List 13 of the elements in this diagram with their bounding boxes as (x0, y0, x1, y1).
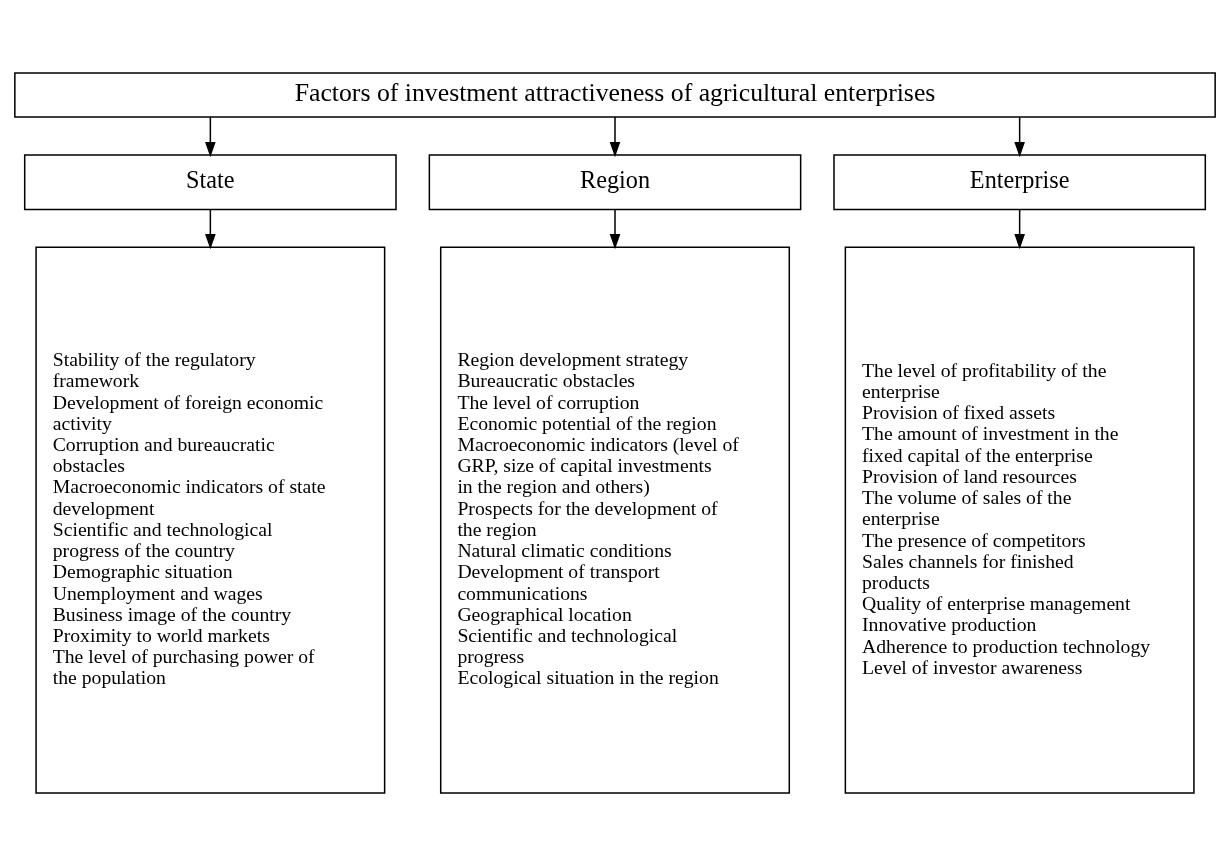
node-box: The level of profitability of the enterprise Provision of fixed assets The amount of investment in the fixed capital of the enterprise Provision of land resources The volume of sales of the enterprise The presence of competitors Sales channels for finished products Quality of enterprise management Innovative production Adherence to production technology Level of investor awareness (844, 246, 1195, 794)
arrow (609, 115, 621, 157)
node-box: Stability of the regulatory framework Development of foreign economic activity Corruption and bureaucratic obstacles Macroeconomic indicators of state development Scientific and technological progress of the country Demographic situation Unemployment and wages Business image of the country Proximity to world markets The level of purchasing power of the population (35, 246, 386, 794)
node-box: Factors of investment attractiveness of agricultural enterprises (14, 71, 1216, 118)
arrow (1014, 115, 1025, 157)
node-box: State (23, 153, 397, 210)
arrow (609, 208, 621, 249)
node-box: Region (428, 153, 802, 210)
arrow (205, 208, 216, 249)
arrow (1014, 208, 1025, 249)
node-box: Enterprise (833, 153, 1207, 210)
arrow (205, 115, 216, 157)
node-box: Region development strategy Bureaucratic obstacles The level of corruption Economic potential of the region Macroeconomic indicators (level of GRP, size of capital investments in the region and others) Prospects for the development of the region Natural climatic conditions Development of transport communications Geographical location Scientific and technological progress Ecological situation in the region (439, 246, 791, 794)
